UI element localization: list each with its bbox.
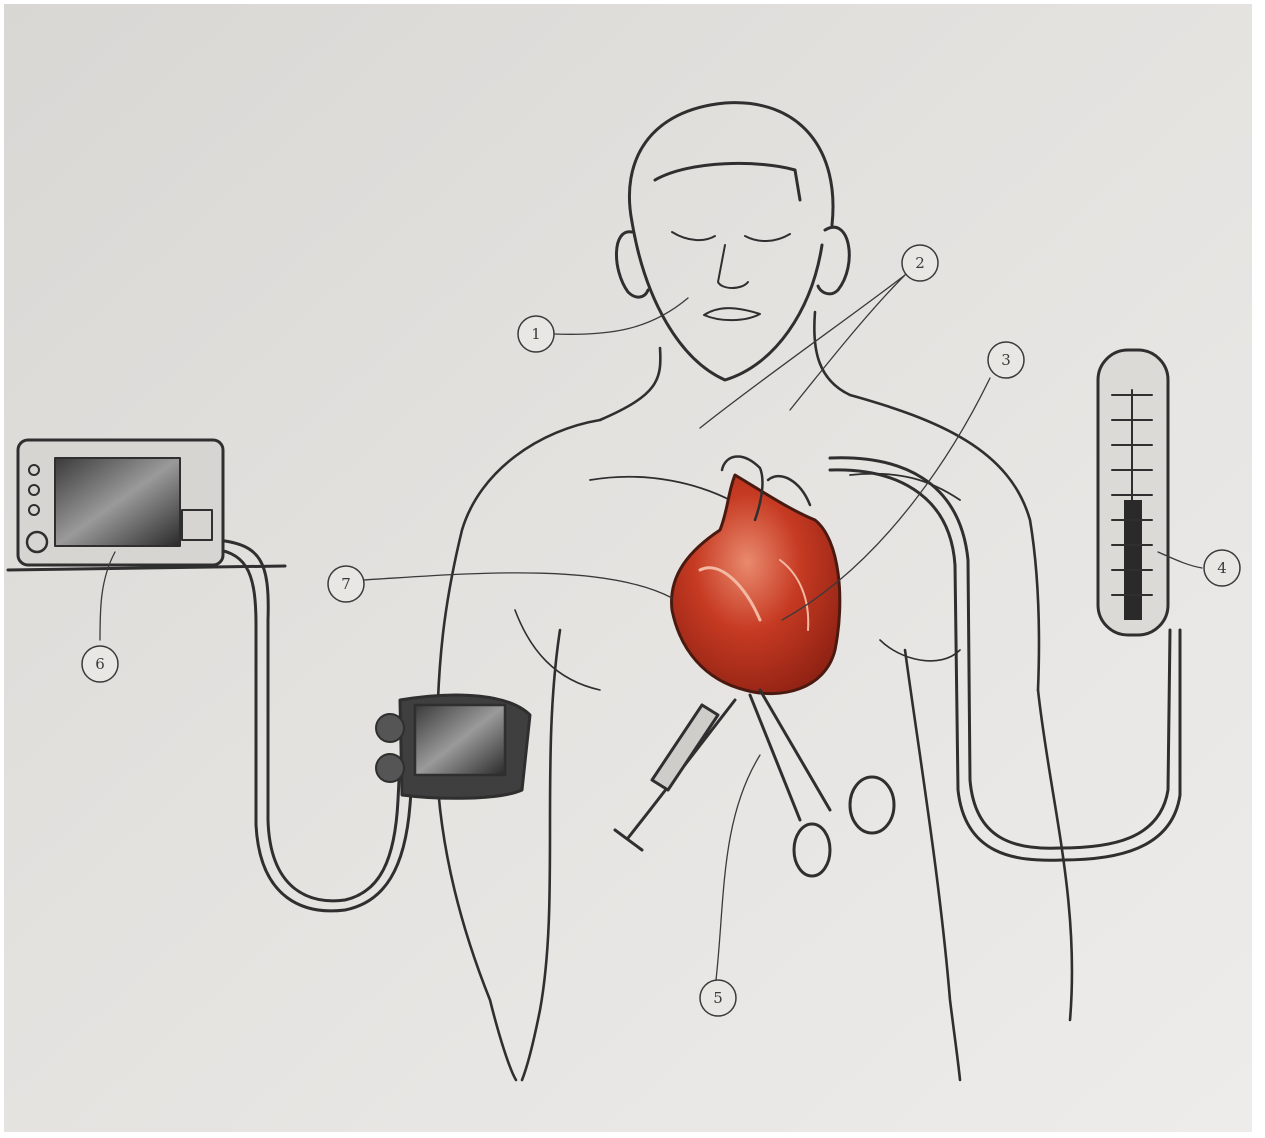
callout-6: 6 [82,646,118,682]
callout-3: 3 [988,342,1024,378]
manometer [1098,350,1168,635]
callout-number: 2 [915,254,925,272]
callout-number: 4 [1217,559,1227,577]
callout-number: 6 [95,655,105,673]
callout-2: 2 [902,245,938,281]
callout-5: 5 [700,980,736,1016]
callout-7: 7 [328,566,364,602]
callout-number: 1 [531,325,541,343]
callout-number: 5 [713,989,723,1007]
callout-number: 3 [1001,351,1011,369]
callout-number: 7 [341,575,351,593]
callout-1: 1 [518,316,554,352]
callout-4: 4 [1204,550,1240,586]
